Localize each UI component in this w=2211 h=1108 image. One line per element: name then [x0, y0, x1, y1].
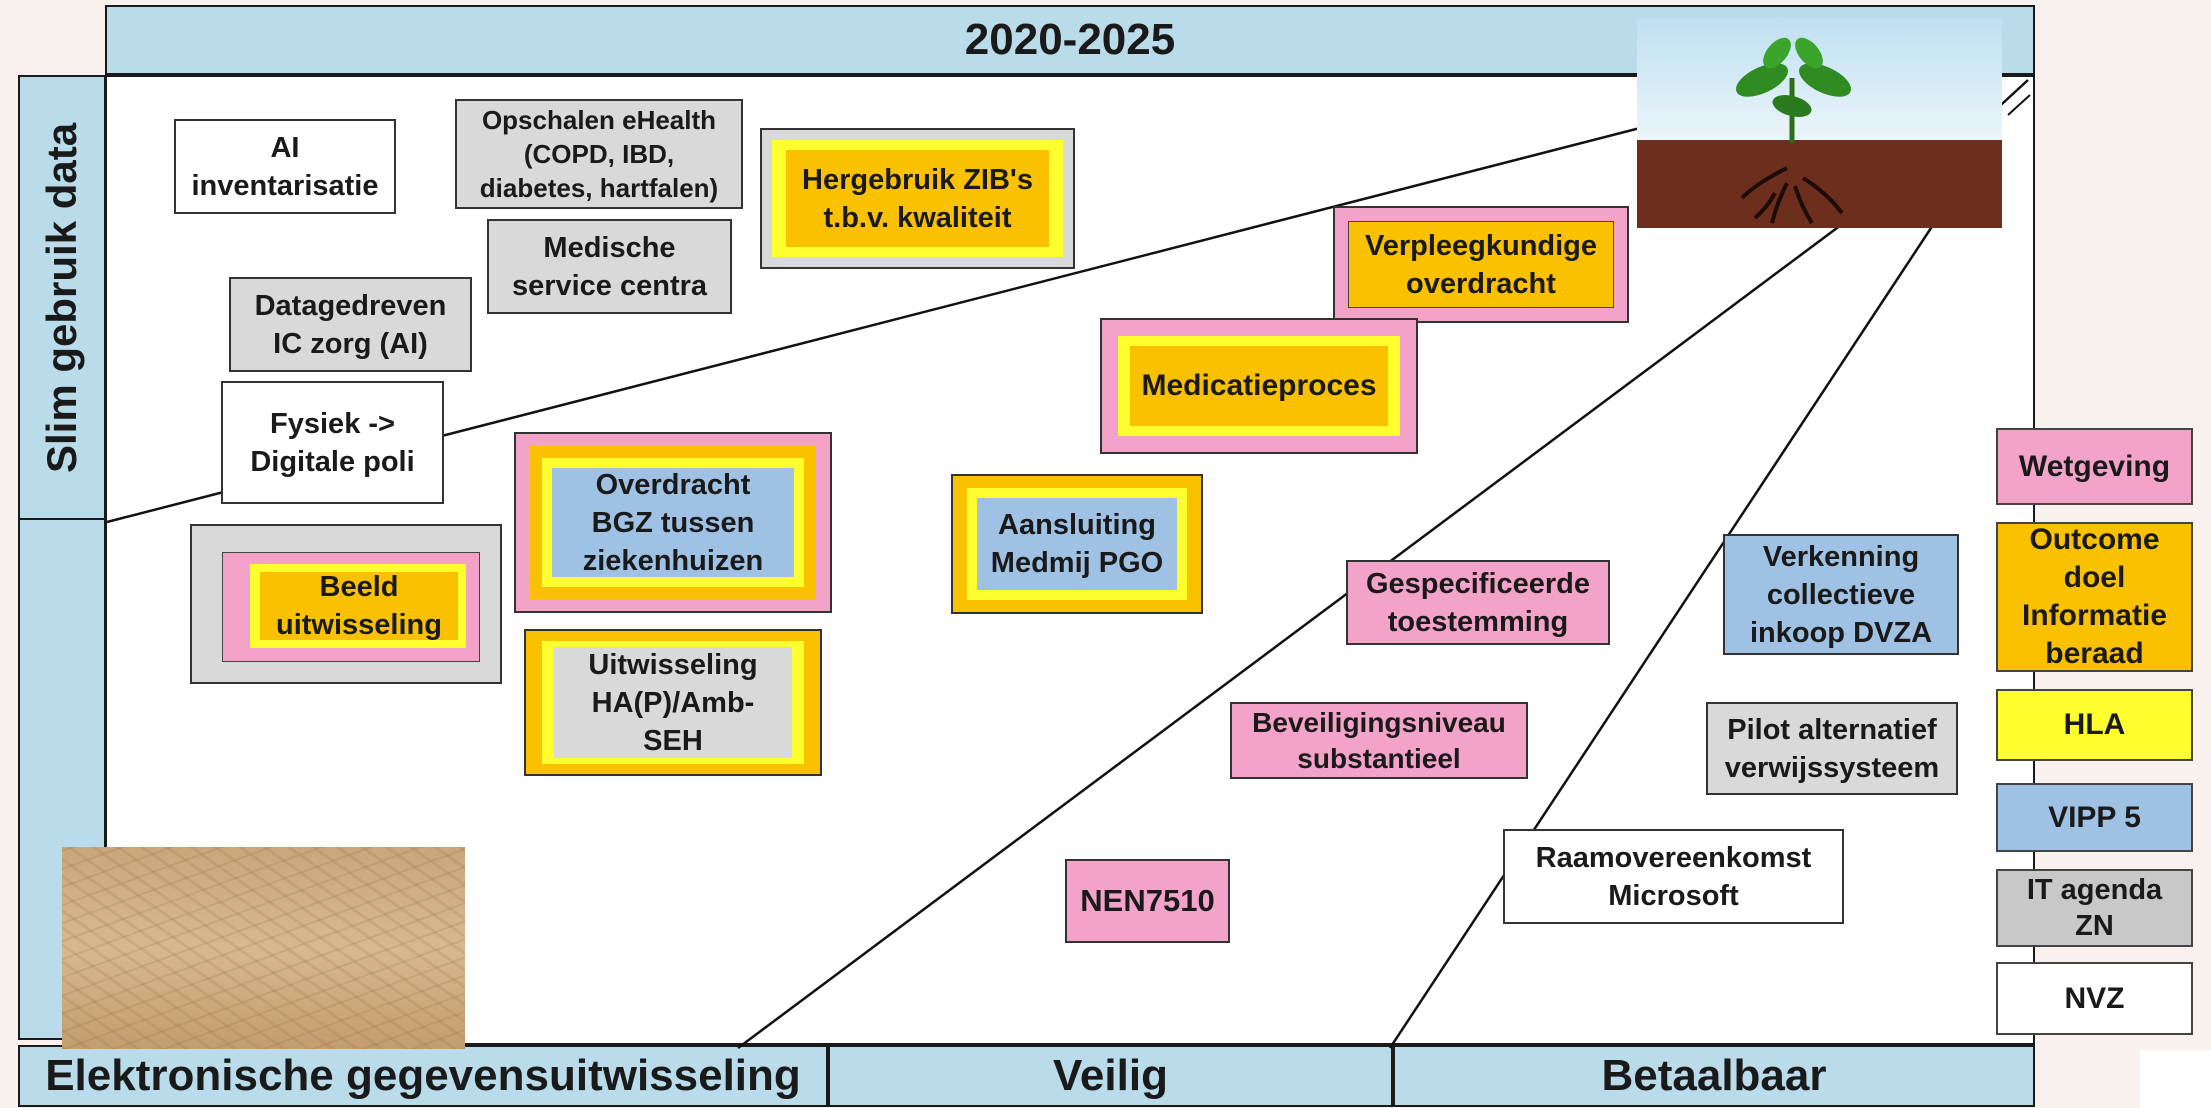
- box-medische-service-centra: Medische service centra: [487, 219, 732, 314]
- axis-label-veilig: Veilig: [1053, 1051, 1168, 1100]
- plant-drawing: [1736, 37, 1851, 225]
- legend-vipp5: VIPP 5: [1996, 783, 2193, 852]
- box-verpleegkundige-overdracht: Verpleegkundige overdracht: [1333, 206, 1629, 323]
- plant-icon: [1637, 18, 2002, 228]
- divider-line-veilig: [737, 220, 1846, 1050]
- box-uitwisseling-hap: Uitwisseling HA(P)/Amb- SEH: [524, 629, 822, 776]
- legend-outcome-doel: Outcome doel Informatie beraad: [1996, 522, 2193, 672]
- box-opschalen-ehealth: Opschalen eHealth (COPD, IBD, diabetes, …: [455, 99, 743, 209]
- box-aansluiting-medmij-pgo: Aansluiting Medmij PGO: [951, 474, 1203, 614]
- box-medicatieproces: Medicatieproces: [1100, 318, 1418, 454]
- soil-layer: [1637, 140, 2002, 228]
- dry-soil-image: [62, 847, 465, 1049]
- box-pilot-verwijssysteem: Pilot alternatief verwijssysteem: [1706, 702, 1958, 795]
- box-overdracht-bgz: Overdracht BGZ tussen ziekenhuizen: [514, 432, 832, 613]
- legend-it-agenda-zn: IT agenda ZN: [1996, 869, 2193, 947]
- box-ai-inventarisatie: AI inventarisatie: [174, 119, 396, 214]
- axis-label-electronic: Elektronische gegevensuitwisseling: [45, 1051, 801, 1100]
- box-raamovereenkomst-microsoft: Raamovereenkomst Microsoft: [1503, 829, 1844, 924]
- axis-label-betaalbaar: Betaalbaar: [1601, 1051, 1827, 1100]
- corner-decoration: [2140, 1050, 2211, 1108]
- box-hergebruik-zib: Hergebruik ZIB's t.b.v. kwaliteit: [760, 128, 1075, 269]
- divider-line-betaalbaar: [1388, 221, 1937, 1049]
- axis-bar-veilig: Veilig: [828, 1045, 1393, 1107]
- axis-bar-betaalbaar: Betaalbaar: [1393, 1045, 2035, 1107]
- box-gespecificeerde-toestemming: Gespecificeerde toestemming: [1346, 560, 1610, 645]
- legend-hla: HLA: [1996, 689, 2193, 761]
- box-beeld-uitwisseling: Beeld uitwisseling: [190, 524, 502, 684]
- legend-nvz: NVZ: [1996, 962, 2193, 1035]
- legend-wetgeving: Wetgeving: [1996, 428, 2193, 505]
- period-title: 2020-2025: [964, 15, 1176, 64]
- axis-bar-electronic: Elektronische gegevensuitwisseling: [18, 1045, 828, 1107]
- box-nen7510: NEN7510: [1065, 859, 1230, 943]
- box-verkenning-dvza: Verkenning collectieve inkoop DVZA: [1723, 534, 1959, 655]
- box-datagedreven-ic-zorg: Datagedreven IC zorg (AI): [229, 277, 472, 372]
- box-beveiligingsniveau-substantieel: Beveiligingsniveau substantieel: [1230, 702, 1528, 779]
- box-fysiek-digitale-poli: Fysiek -> Digitale poli: [221, 381, 444, 504]
- divider-line-corner-2: [2007, 94, 2031, 116]
